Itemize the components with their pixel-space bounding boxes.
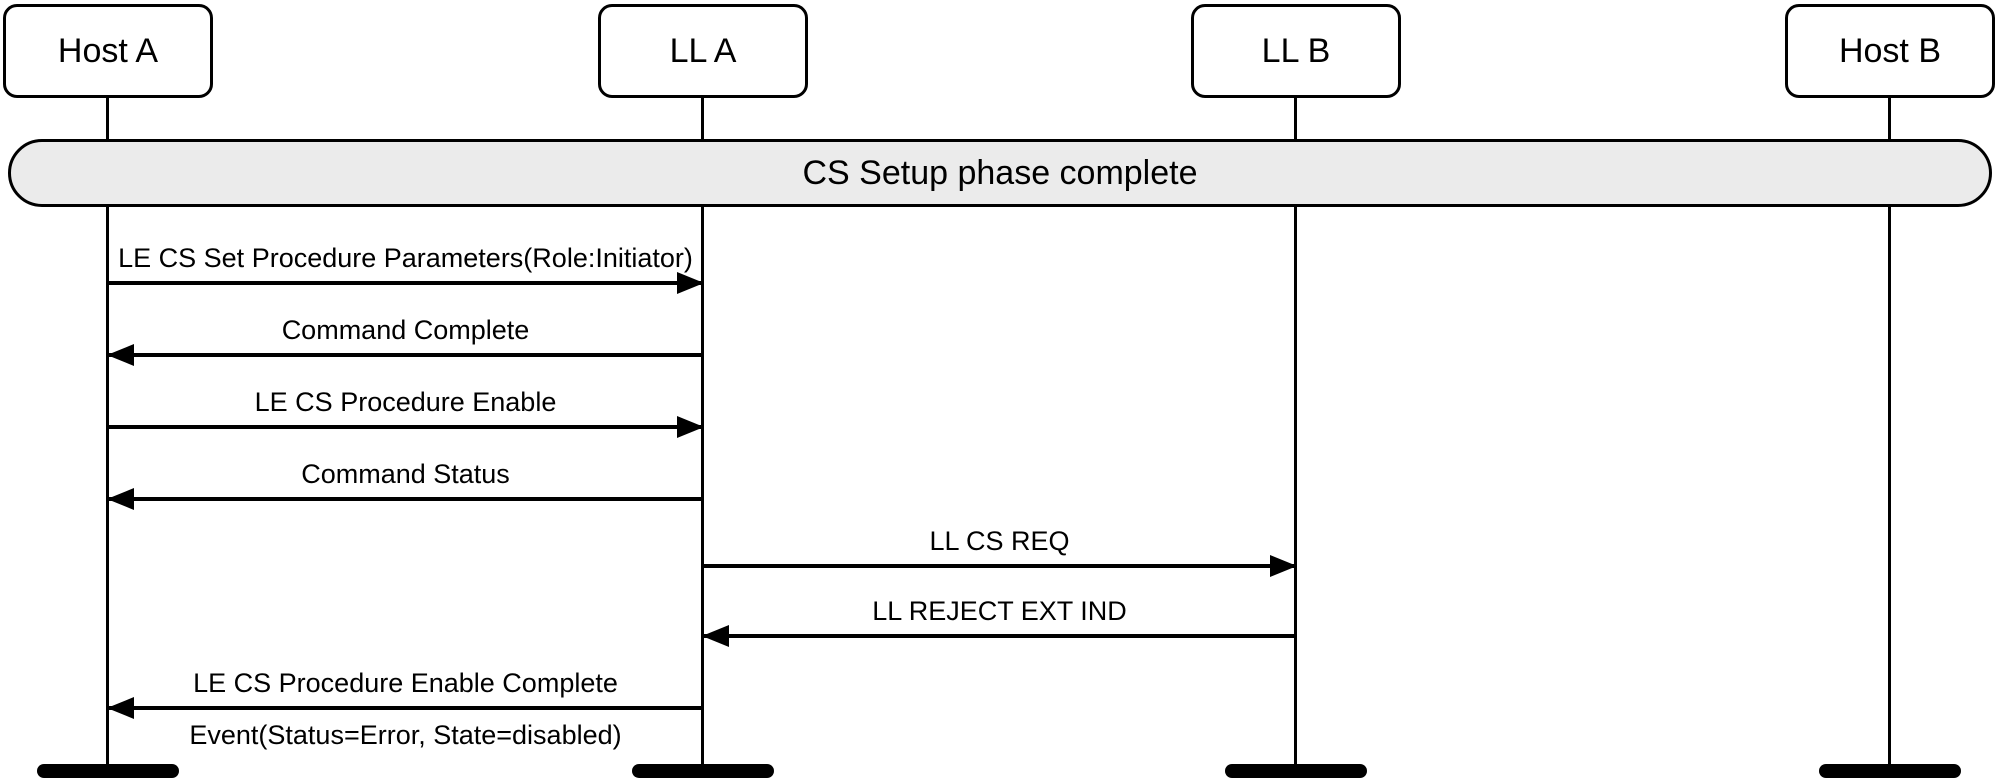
actor-box-host-a: Host A	[3, 4, 213, 98]
message-line	[108, 353, 703, 357]
arrowhead-left-icon	[107, 488, 134, 510]
lifeline-end-bar-host-a	[37, 764, 179, 778]
lifeline-host-a	[106, 98, 109, 766]
lifeline-ll-b	[1294, 98, 1297, 766]
arrowhead-right-icon	[1270, 555, 1297, 577]
lifeline-end-bar-ll-a	[632, 764, 774, 778]
message-line	[703, 564, 1296, 568]
message-label: LE CS Procedure Enable	[254, 387, 557, 417]
message-line	[108, 497, 703, 501]
lifeline-end-bar-host-b	[1819, 764, 1961, 778]
actor-box-ll-b: LL B	[1191, 4, 1401, 98]
message-line	[108, 706, 703, 710]
message-line	[108, 281, 703, 285]
message-line	[108, 425, 703, 429]
phase-banner: CS Setup phase complete	[8, 139, 1992, 207]
message-label: LL CS REQ	[929, 526, 1070, 556]
arrowhead-left-icon	[702, 625, 729, 647]
lifeline-host-b	[1888, 98, 1891, 766]
actor-box-host-b: Host B	[1785, 4, 1995, 98]
actor-label-host-b: Host B	[1838, 31, 1942, 70]
arrowhead-left-icon	[107, 344, 134, 366]
actor-label-ll-a: LL A	[669, 31, 737, 70]
message-line	[703, 634, 1296, 638]
message-label: LE CS Procedure Enable Complete	[193, 668, 618, 698]
actor-label-ll-b: LL B	[1261, 31, 1331, 70]
lifeline-end-bar-ll-b	[1225, 764, 1367, 778]
message-label: Command Complete	[281, 315, 530, 345]
phase-banner-label: CS Setup phase complete	[802, 153, 1198, 192]
arrowhead-left-icon	[107, 697, 134, 719]
arrowhead-right-icon	[677, 416, 704, 438]
arrowhead-right-icon	[677, 272, 704, 294]
actor-box-ll-a: LL A	[598, 4, 808, 98]
message-label: LE CS Set Procedure Parameters(Role:Init…	[118, 243, 693, 273]
actor-label-host-a: Host A	[57, 31, 159, 70]
message-label: LL REJECT EXT IND	[872, 596, 1127, 626]
message-label: Command Status	[301, 459, 510, 489]
message-sublabel: Event(Status=Error, State=disabled)	[189, 720, 622, 750]
